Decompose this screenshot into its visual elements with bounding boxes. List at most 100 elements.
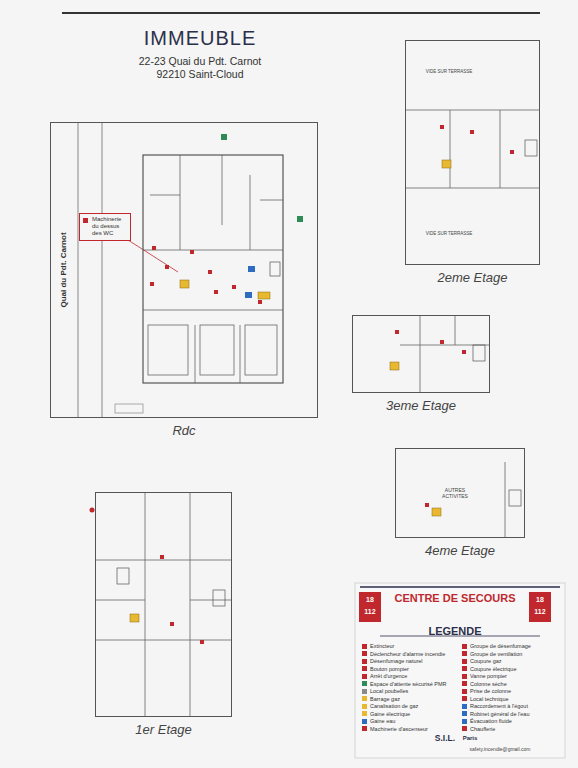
- legend-heading: LEGENDE: [428, 625, 481, 637]
- building-title: IMMEUBLE: [144, 27, 256, 50]
- phone-number: 112: [364, 608, 375, 616]
- legend-text: Barrage gaz: [370, 696, 400, 702]
- legend-swatch: [462, 659, 467, 664]
- legend-text: Coupure gaz: [470, 658, 502, 664]
- callout-marker: [83, 218, 88, 223]
- legend-text: Groupe de désenfumage: [470, 643, 531, 649]
- address-line: 22-23 Quai du Pdt. Carnot: [139, 56, 262, 68]
- legend-item: Gaine eau: [362, 717, 395, 725]
- staircases: [117, 140, 537, 606]
- legend-swatch: [362, 659, 367, 664]
- phone-number: 18: [366, 596, 374, 604]
- legend-text: Raccordement à l'égout: [470, 703, 528, 709]
- legend-item: Évacuation fluide: [462, 717, 512, 725]
- phone-icon: [359, 592, 381, 622]
- floor-plan: 3eme Etage: [352, 315, 490, 393]
- street-name: Quai du Pdt. Carnot: [60, 232, 69, 307]
- legend-swatch: [462, 726, 467, 731]
- legend-text: Désenfumage naturel: [370, 658, 423, 664]
- company-email: safety.incendie@gmail.com: [470, 747, 531, 753]
- exit-signs: [221, 134, 303, 222]
- legend-swatch: [362, 644, 367, 649]
- legend-text: Gaine eau: [370, 718, 395, 724]
- legend-text: Extincteur: [370, 643, 394, 649]
- floor-label: 1er Etage: [96, 722, 231, 737]
- legend-swatch: [362, 689, 367, 694]
- floor-label: Rdc: [51, 423, 317, 438]
- legend-item: Local technique: [462, 695, 509, 703]
- legend-item: Robinet général de l'eau: [462, 710, 529, 718]
- legend-item: Groupe de ventilation: [462, 650, 522, 658]
- legend-item: Gaine électrique: [362, 710, 410, 718]
- legend-swatch: [462, 681, 467, 686]
- legend-text: Chaufferie: [470, 726, 495, 732]
- legend-text: Groupe de ventilation: [470, 651, 522, 657]
- legend-swatch: [462, 704, 467, 709]
- legend-text: Coupure électrique: [470, 666, 516, 672]
- legend-swatch: [362, 674, 367, 679]
- safety-symbols: [90, 125, 515, 644]
- legend-text: Bouton pompier: [370, 666, 409, 672]
- legend-item: Bouton pompier: [362, 665, 409, 673]
- company-name: S.I.L.: [435, 734, 455, 743]
- legend-item: Groupe de désenfumage: [462, 642, 531, 650]
- legend-item: Arrêt d'urgence: [362, 672, 407, 680]
- legend-item: Coupure électrique: [462, 665, 516, 673]
- callout-box: Machinerie du dessus des WC: [79, 213, 131, 241]
- legend-text: Local poubelles: [370, 688, 408, 694]
- floor-plan: 2eme Etage: [405, 40, 540, 265]
- legend-text: Robinet général de l'eau: [470, 711, 529, 717]
- legend-text: Déclencheur d'alarme incendie: [370, 651, 445, 657]
- legend-item: Colonne sèche: [462, 680, 507, 688]
- legend-item: Canalisation de gaz: [362, 702, 418, 710]
- floor-label: 4eme Etage: [396, 543, 524, 558]
- company-name: Paris: [463, 735, 478, 742]
- legend-text: Vanne pompier: [470, 673, 507, 679]
- legend-text: Colonne sèche: [470, 681, 507, 687]
- legend-swatch: [462, 719, 467, 724]
- legend-swatch: [462, 666, 467, 671]
- legend-item: Barrage gaz: [362, 695, 400, 703]
- legend-swatch: [462, 696, 467, 701]
- floor-label: 3eme Etage: [353, 398, 489, 413]
- legend-swatch: [462, 711, 467, 716]
- callout-text: Machinerie du dessus des WC: [83, 216, 127, 238]
- legend-item: Coupure gaz: [462, 657, 502, 665]
- legend-swatch: [462, 674, 467, 679]
- legend-item: Local poubelles: [362, 687, 408, 695]
- legend-text: Gaine électrique: [370, 711, 410, 717]
- legend-text: Espace d'attente sécurisé PMR: [370, 681, 447, 687]
- phone-number: 112: [534, 608, 545, 616]
- legend-swatch: [362, 666, 367, 671]
- building-outline: [50, 122, 318, 418]
- area-label: VIDE SUR TERRASSE: [426, 232, 473, 237]
- legend-item: Déclencheur d'alarme incendie: [362, 650, 445, 658]
- legend-item: Raccordement à l'égout: [462, 702, 528, 710]
- address-line: 92210 Saint-Cloud: [157, 69, 244, 81]
- water-symbols: [245, 266, 255, 298]
- legend-swatch: [362, 726, 367, 731]
- legend-swatch: [462, 651, 467, 656]
- legend-text: Évacuation fluide: [470, 718, 512, 724]
- legend-swatch: [462, 689, 467, 694]
- leader-line: [128, 240, 178, 272]
- area-label: VIDE SUR TERRASSE: [426, 70, 473, 75]
- legend-swatch: [362, 681, 367, 686]
- site-plan: RdcMachinerie du dessus des WC: [50, 122, 318, 418]
- legend-text: Local technique: [470, 696, 509, 702]
- street-lines: [78, 122, 102, 418]
- legend-swatch: [362, 696, 367, 701]
- legend-item: Vanne pompier: [462, 672, 507, 680]
- legend-swatch: [362, 711, 367, 716]
- legend-swatch: [362, 704, 367, 709]
- top-rule: [62, 12, 540, 14]
- legend-item: Chaufferie: [462, 725, 495, 733]
- rdc-walls: [143, 155, 283, 383]
- legend-text: Arrêt d'urgence: [370, 673, 407, 679]
- legend-text: Prise de colonne: [470, 688, 511, 694]
- phone-number: 18: [536, 596, 544, 604]
- legend-item: Espace d'attente sécurisé PMR: [362, 680, 447, 688]
- legend-text: Machinerie d'ascenseur: [370, 726, 428, 732]
- gas-cutoff-box: [115, 404, 143, 413]
- you-are-here-markers: [130, 160, 451, 622]
